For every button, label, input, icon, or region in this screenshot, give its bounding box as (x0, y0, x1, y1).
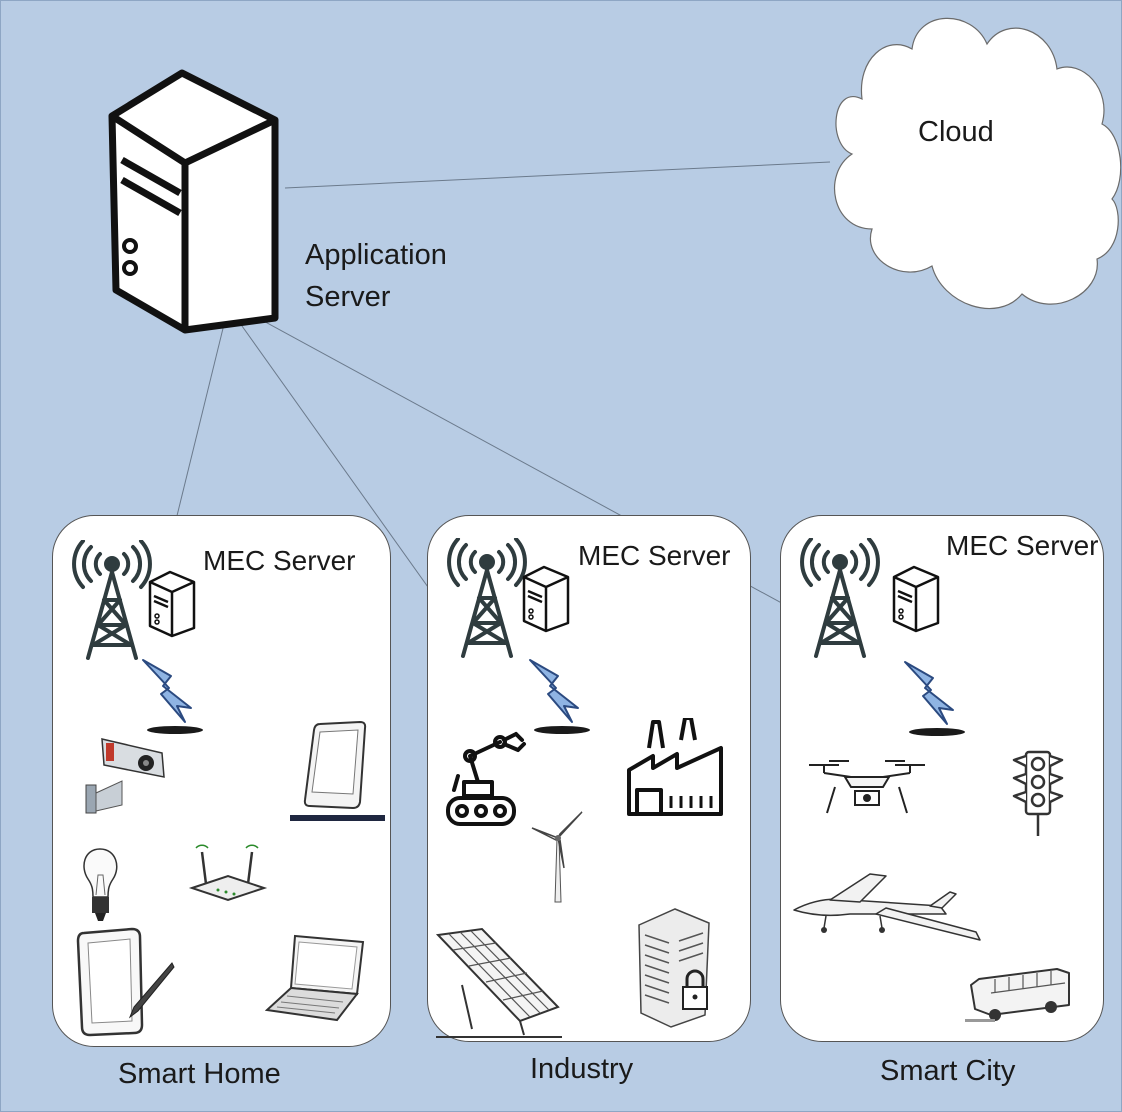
mec-server-icon (892, 565, 940, 633)
cell-tower-icon (72, 540, 152, 660)
solar-panel-icon (435, 927, 562, 1038)
wind-turbine-icon (531, 811, 583, 903)
light-bulb-icon (83, 848, 118, 921)
cloud-label: Cloud (918, 116, 994, 148)
mec-server-label: MEC Server (203, 545, 356, 576)
cell-tower-icon (800, 538, 880, 658)
uav-aircraft-icon (793, 873, 981, 941)
mec-server-icon (148, 570, 196, 638)
server-tower-icon (108, 69, 279, 334)
wireless-signal-icon (142, 659, 203, 734)
robot-arm-icon (446, 732, 526, 826)
domain-label-industry: Industry (530, 1053, 634, 1085)
wireless-signal-icon (529, 659, 590, 734)
drone-icon (809, 760, 925, 814)
wireless-signal-icon (904, 661, 965, 736)
cloud-icon (834, 17, 1122, 310)
cell-tower-icon (447, 538, 527, 658)
security-camera-icon (85, 738, 165, 814)
factory-icon (627, 718, 723, 816)
secure-building-icon (638, 908, 710, 1028)
school-bus-icon (965, 968, 1070, 1022)
mec-server-label: MEC Server (578, 540, 731, 571)
mec-server-icon (522, 565, 570, 633)
traffic-light-icon (1012, 750, 1064, 836)
tablet-stylus-icon (76, 927, 175, 1037)
link-app-server-to-industry (231, 311, 456, 626)
wifi-router-icon (188, 844, 268, 902)
smartphone-icon (290, 720, 385, 821)
domain-label-smart-home: Smart Home (118, 1058, 281, 1090)
link-app-server-to-cloud (284, 161, 831, 189)
application-server-label-line1: Application (305, 239, 447, 271)
mec-server-label: MEC Server (946, 530, 1099, 561)
laptop-icon (265, 934, 365, 1022)
application-server-label-line2: Server (305, 281, 391, 313)
domain-label-smart-city: Smart City (880, 1055, 1016, 1087)
application-server-label: Application Server (305, 234, 495, 318)
